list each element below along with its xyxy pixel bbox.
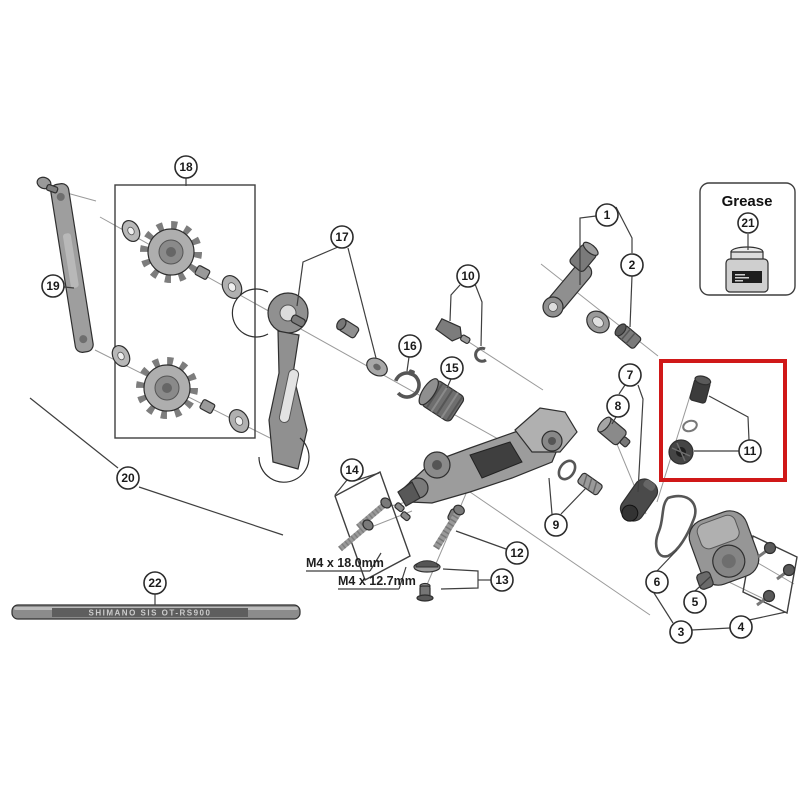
pulley-group-box bbox=[114, 184, 256, 439]
callout-12: 12 bbox=[505, 541, 529, 565]
bolt-length-label-bottom: M4 x 12.7mm bbox=[338, 574, 416, 588]
svg-text:16: 16 bbox=[403, 339, 417, 353]
callout-22: 22 bbox=[143, 571, 167, 595]
outer-cage-plate bbox=[231, 288, 310, 483]
adjust-barrel bbox=[597, 416, 631, 448]
svg-text:6: 6 bbox=[654, 575, 661, 589]
upper-pulley-assembly bbox=[121, 219, 243, 300]
pulley-bolt-washer bbox=[366, 357, 388, 377]
callout-16: 16 bbox=[398, 334, 422, 358]
gasket-seal bbox=[655, 494, 697, 558]
svg-text:13: 13 bbox=[495, 573, 509, 587]
pulley-bolt bbox=[336, 318, 360, 339]
stop-bolt bbox=[433, 504, 465, 550]
upper-pulley bbox=[140, 221, 202, 283]
svg-text:8: 8 bbox=[615, 399, 622, 413]
svg-text:20: 20 bbox=[121, 471, 135, 485]
mount-washer bbox=[586, 310, 610, 334]
lower-pulley bbox=[136, 357, 198, 419]
svg-text:2: 2 bbox=[629, 258, 636, 272]
callout-10: 10 bbox=[456, 264, 480, 288]
callout-11: 11 bbox=[738, 439, 762, 463]
tension-spring-bolt bbox=[577, 472, 603, 496]
axis-line bbox=[469, 491, 651, 616]
leader-lines bbox=[29, 178, 787, 631]
svg-text:5: 5 bbox=[692, 595, 699, 609]
c-clip bbox=[474, 346, 487, 363]
callout-17: 17 bbox=[330, 225, 354, 249]
c-ring bbox=[393, 369, 421, 399]
svg-text:14: 14 bbox=[345, 463, 359, 477]
callout-19: 19 bbox=[41, 274, 65, 298]
callout-3: 3 bbox=[669, 620, 693, 644]
inner-cage-plate bbox=[50, 183, 94, 353]
svg-text:22: 22 bbox=[148, 576, 162, 590]
svg-text:12: 12 bbox=[510, 546, 524, 560]
grommet-ring bbox=[682, 419, 698, 433]
dome-washer bbox=[413, 560, 441, 573]
callout-8: 8 bbox=[606, 394, 630, 418]
cage-fixing-bolts bbox=[338, 497, 411, 552]
cable-arm bbox=[619, 478, 659, 522]
shift-cable: SHIMANO SIS OT-RS900 bbox=[11, 604, 301, 620]
bracket-axle-unit bbox=[542, 241, 599, 318]
callout-6: 6 bbox=[645, 570, 669, 594]
svg-text:4: 4 bbox=[738, 620, 745, 634]
knurled-cap bbox=[418, 378, 465, 422]
grease-jar-icon bbox=[725, 246, 769, 293]
pulley-bushing bbox=[194, 265, 211, 280]
grease-box bbox=[699, 182, 796, 296]
callout-1: 1 bbox=[595, 203, 619, 227]
svg-text:1: 1 bbox=[604, 208, 611, 222]
svg-text:9: 9 bbox=[553, 518, 560, 532]
cable-print: SHIMANO SIS OT-RS900 bbox=[89, 609, 212, 618]
svg-text:10: 10 bbox=[461, 269, 475, 283]
highlight-rectangle bbox=[659, 359, 787, 482]
lower-pulley-assembly bbox=[111, 344, 250, 434]
svg-text:18: 18 bbox=[179, 160, 193, 174]
derailleur-body bbox=[397, 407, 578, 523]
mount-bolt bbox=[614, 323, 642, 349]
callout-5: 5 bbox=[683, 590, 707, 614]
callout-7: 7 bbox=[618, 363, 642, 387]
axis-line bbox=[94, 349, 299, 453]
motor-unit bbox=[688, 510, 760, 590]
grommet-bolt bbox=[689, 375, 712, 404]
callout-2: 2 bbox=[620, 253, 644, 277]
callout-14: 14 bbox=[340, 458, 364, 482]
cage-bolts-box bbox=[334, 471, 411, 581]
grommet bbox=[668, 439, 694, 465]
cable-fixing-bolt bbox=[435, 318, 471, 344]
callout-9: 9 bbox=[544, 513, 568, 537]
motor-screws bbox=[756, 541, 796, 607]
callout-4: 4 bbox=[729, 615, 753, 639]
cage-axle-bolt bbox=[36, 176, 59, 194]
svg-text:15: 15 bbox=[445, 361, 459, 375]
svg-text:7: 7 bbox=[627, 368, 634, 382]
bolt-length-label-top: M4 x 18.0mm bbox=[306, 556, 384, 570]
svg-text:17: 17 bbox=[335, 230, 349, 244]
svg-text:19: 19 bbox=[46, 279, 60, 293]
callout-15: 15 bbox=[440, 356, 464, 380]
callout-13: 13 bbox=[490, 568, 514, 592]
svg-text:11: 11 bbox=[744, 444, 757, 458]
pulley-bushing bbox=[199, 399, 216, 414]
stopper-bolt bbox=[416, 582, 434, 602]
svg-text:3: 3 bbox=[678, 625, 685, 639]
callout-20: 20 bbox=[116, 466, 140, 490]
o-ring bbox=[557, 459, 577, 481]
callout-21: 21 bbox=[737, 212, 759, 234]
callout-18: 18 bbox=[174, 155, 198, 179]
svg-text:21: 21 bbox=[741, 216, 755, 230]
grease-box-title: Grease bbox=[722, 193, 773, 210]
